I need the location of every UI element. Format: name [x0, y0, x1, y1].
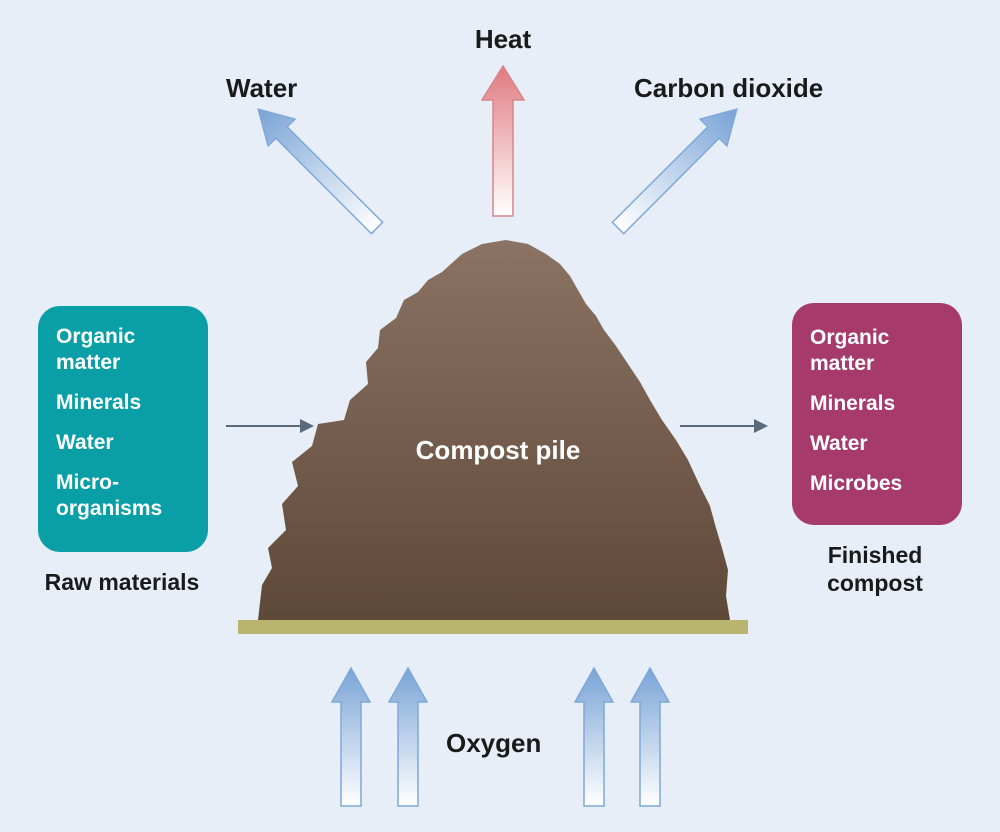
raw-materials-box: Organic matter Minerals Water Micro- org… — [38, 306, 208, 552]
raw-item-minerals: Minerals — [56, 391, 142, 414]
compost-pile-shape — [258, 240, 730, 620]
finished-compost-caption: Finished compost — [827, 542, 923, 596]
oxygen-label: Oxygen — [446, 728, 542, 758]
water-label: Water — [226, 73, 298, 103]
finished-item-organic-matter: Organic matter — [810, 326, 890, 375]
oxygen-arrow — [387, 666, 429, 807]
heat-label: Heat — [474, 24, 532, 54]
oxygen-arrow — [330, 666, 372, 807]
oxygen-arrow — [629, 666, 671, 807]
raw-materials-box-bg — [38, 306, 208, 552]
raw-item-water: Water — [56, 431, 114, 454]
ground-strip — [238, 620, 748, 634]
carbon-dioxide-arrow — [611, 108, 738, 235]
raw-item-microorganisms: Micro- organisms — [56, 471, 163, 520]
oxygen-arrow — [573, 666, 615, 807]
raw-materials-caption: Raw materials — [44, 569, 200, 595]
finished-compost-box: Organic matter Minerals Water Microbes — [792, 303, 962, 525]
finished-item-minerals: Minerals — [810, 392, 896, 415]
raw-item-organic-matter: Organic matter — [56, 325, 136, 374]
finished-item-microbes: Microbes — [810, 472, 903, 495]
input-flow-arrow — [226, 419, 314, 433]
carbon-dioxide-label: Carbon dioxide — [634, 73, 824, 103]
output-flow-arrow — [680, 419, 768, 433]
finished-compost-box-bg — [792, 303, 962, 525]
water-arrow — [257, 108, 384, 235]
heat-arrow — [480, 64, 526, 217]
compost-pile-label: Compost pile — [415, 435, 581, 465]
finished-item-water: Water — [810, 432, 868, 455]
